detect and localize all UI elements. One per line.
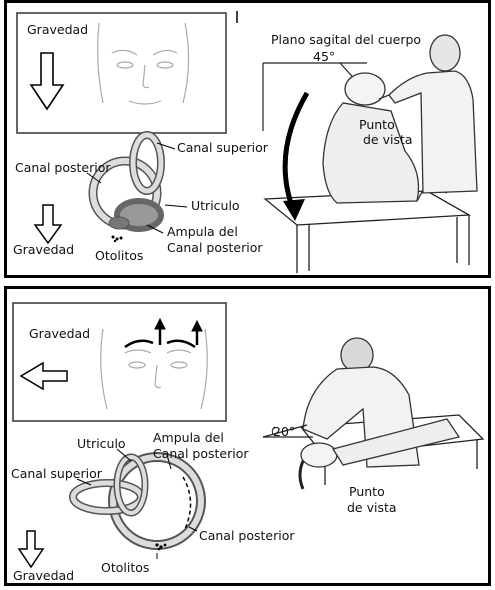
utriculo-label: Utriculo: [191, 199, 240, 213]
panel-top: Gravedad Plano sagital del cuerpo 45° Pu…: [4, 0, 491, 278]
labyrinth-top: [93, 135, 161, 242]
ampula-label-line1: Ampula del: [167, 225, 238, 239]
canal-superior-label: Canal superior: [177, 141, 268, 155]
gravity-label-b: Gravedad: [29, 327, 90, 341]
ampula-label-b-line1: Ampula del: [153, 431, 224, 445]
ampula-label-line2: Canal posterior: [167, 241, 263, 255]
canal-posterior-label: Canal posterior: [15, 161, 111, 175]
viewpoint-label-b-line2: de vista: [347, 501, 397, 515]
otolitos-label: Otolitos: [95, 249, 143, 263]
angle-label: 45°: [313, 50, 335, 64]
gravity-label: Gravedad: [27, 23, 88, 37]
gravity-arrow-down-icon-2: [35, 205, 61, 243]
gravity-label-2: Gravedad: [13, 243, 74, 257]
panel-bottom: Gravedad 20° Punto de vista Utriculo Amp…: [4, 286, 491, 586]
gravity-arrow-down-icon-3: [19, 531, 43, 567]
face-inset-frame-2: [13, 303, 226, 421]
viewpoint-label-line1: Punto: [359, 118, 395, 132]
otolitos-label-b: Otolitos: [101, 561, 149, 575]
viewpoint-label-line2: de vista: [363, 133, 413, 147]
viewpoint-label-b-line1: Punto: [349, 485, 385, 499]
rotation-arrow: [285, 93, 307, 209]
ampula-label-b-line2: Canal posterior: [153, 447, 249, 461]
sagittal-plane-label: Plano sagital del cuerpo: [271, 33, 421, 47]
angle-label-b: 20°: [273, 425, 295, 439]
utriculo-label-b: Utriculo: [77, 437, 126, 451]
canal-posterior-label-b: Canal posterior: [199, 529, 295, 543]
otoliths-top: [112, 236, 123, 243]
canal-superior-label-b: Canal superior: [11, 467, 102, 481]
gravity-label-b-2: Gravedad: [13, 569, 74, 583]
